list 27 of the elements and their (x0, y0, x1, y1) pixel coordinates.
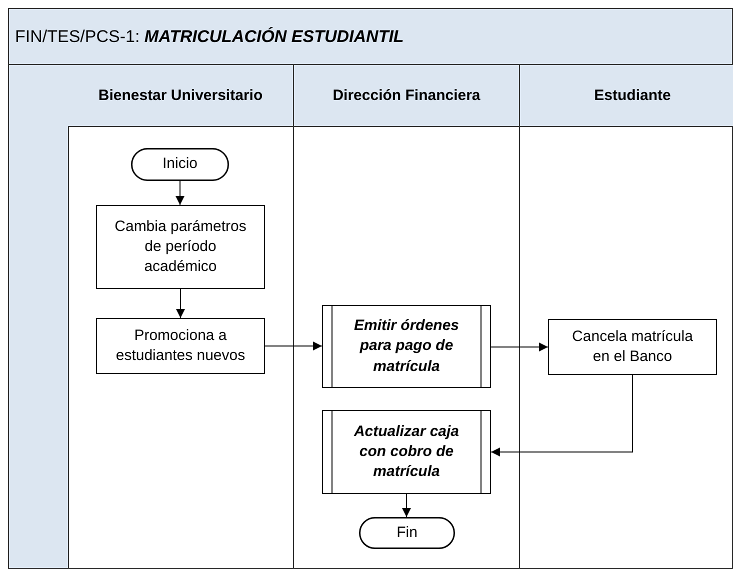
arrow (490, 374, 633, 456)
process-box (96, 318, 265, 374)
step-label: Fin (396, 522, 418, 543)
arrow (176, 288, 185, 318)
arrow (402, 494, 411, 518)
step-label: Emitir órdenes para pago de matrícula (352, 316, 460, 377)
process-box (96, 205, 265, 289)
subprocess-box (322, 410, 491, 494)
arrow (176, 180, 184, 206)
pool-label: FIN/TES/PCS-1: MATRICULACIÓN ESTUDIANTIL (15, 26, 404, 46)
swimlane (294, 65, 520, 569)
step-label: Cancela matrícula en el Banco (571, 326, 694, 367)
pool-frame (8, 8, 733, 569)
step-label: Inicio (162, 154, 198, 174)
terminal-shape (131, 148, 229, 181)
terminal-shape (359, 517, 455, 549)
step-label: Cambia parámetros de período académico (114, 216, 248, 278)
lane-title: Estudiante (594, 87, 671, 104)
process-box (548, 319, 717, 375)
swimlane (68, 65, 294, 569)
step-label: Actualizar caja con cobro de matrícula (352, 422, 460, 482)
arrow (490, 342, 548, 352)
lane-title: Bienestar Universitario (98, 87, 263, 104)
step-label: Promociona a estudiantes nuevos (114, 326, 246, 366)
lane-title: Dirección Financiera (332, 87, 480, 104)
subprocess-box (322, 305, 491, 388)
arrow (264, 342, 322, 350)
